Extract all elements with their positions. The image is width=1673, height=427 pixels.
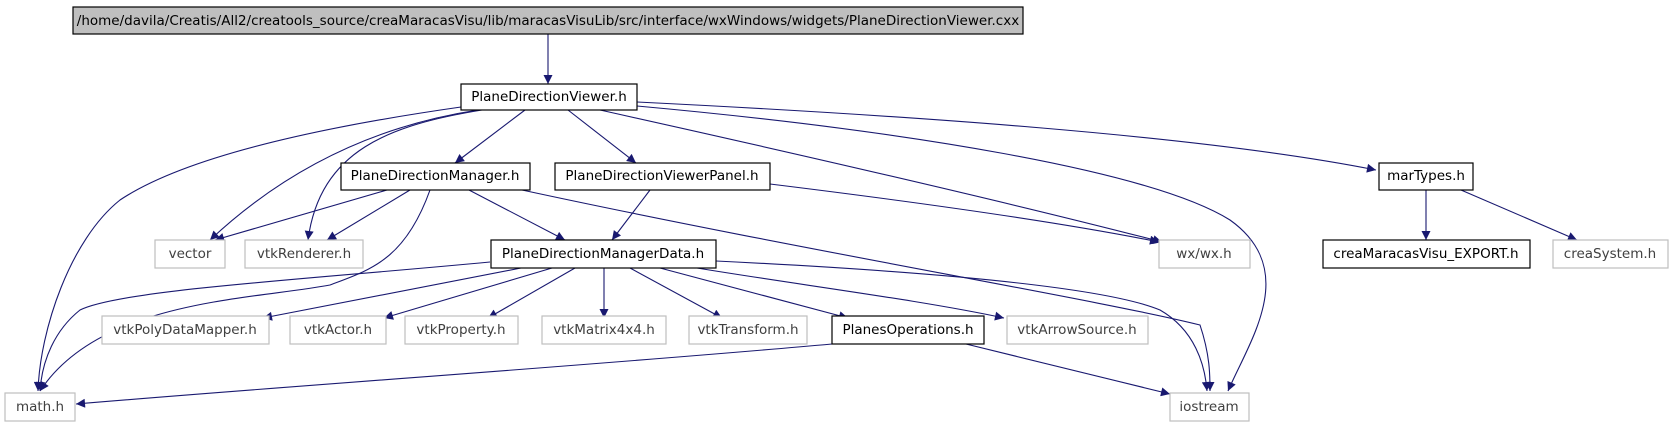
svg-text:vtkTransform.h: vtkTransform.h [697, 322, 798, 338]
svg-text:vector: vector [169, 246, 212, 262]
node-managerdata_h[interactable]: PlaneDirectionManagerData.h [490, 239, 717, 269]
edge-managerdata_h-to-vtkactor_h [383, 267, 553, 320]
node-creasystem_h[interactable]: creaSystem.h [1552, 239, 1669, 269]
svg-text:PlaneDirectionViewerPanel.h: PlaneDirectionViewerPanel.h [565, 168, 758, 184]
edge-managerdata_h-to-vtktransform_h [629, 267, 723, 319]
svg-text:vtkPolyDataMapper.h: vtkPolyDataMapper.h [113, 322, 257, 338]
edge-managerdata_h-to-vtkarrowsource_h [696, 267, 1005, 321]
svg-text:vtkMatrix4x4.h: vtkMatrix4x4.h [553, 322, 655, 338]
svg-text:wx/wx.h: wx/wx.h [1176, 246, 1231, 262]
node-viewer_h[interactable]: PlaneDirectionViewer.h [460, 83, 638, 111]
node-vector[interactable]: vector [154, 239, 226, 269]
node-vtkarrowsource_h[interactable]: vtkArrowSource.h [1006, 315, 1149, 345]
svg-text:vtkProperty.h: vtkProperty.h [416, 322, 505, 338]
edge-viewer_h-to-vtkrenderer_h [304, 109, 483, 241]
edge-planesoperations_h-to-iostream [965, 343, 1171, 397]
edge-viewer_h-to-iostream [636, 105, 1267, 392]
node-planesoperations_h[interactable]: PlanesOperations.h [831, 315, 985, 345]
edge-viewer_h-to-viewerpanel_h [567, 109, 637, 164]
node-viewerpanel_h[interactable]: PlaneDirectionViewerPanel.h [554, 162, 771, 191]
edge-layer [33, 34, 1578, 408]
node-vtkpolydatamapper_h[interactable]: vtkPolyDataMapper.h [101, 315, 270, 345]
svg-text:vtkArrowSource.h: vtkArrowSource.h [1017, 322, 1136, 338]
svg-text:vtkActor.h: vtkActor.h [304, 322, 372, 338]
svg-text:/home/davila/Creatis/All2/crea: /home/davila/Creatis/All2/creatools_sour… [77, 13, 1019, 29]
edge-viewer_h-to-manager_h [454, 109, 526, 164]
edge-viewer_h-to-martypes_h [636, 101, 1377, 173]
node-vtkmatrix4x4_h[interactable]: vtkMatrix4x4.h [541, 315, 667, 345]
edge-managerdata_h-to-planesoperations_h [659, 267, 849, 321]
node-wx_h[interactable]: wx/wx.h [1158, 239, 1251, 269]
edge-managerdata_h-to-vtkproperty_h [487, 267, 576, 319]
node-root: /home/davila/Creatis/All2/creatools_sour… [72, 6, 1024, 35]
svg-text:PlaneDirectionViewer.h: PlaneDirectionViewer.h [471, 89, 627, 105]
svg-text:PlaneDirectionManager.h: PlaneDirectionManager.h [351, 168, 520, 184]
edge-manager_h-to-managerdata_h [468, 189, 566, 241]
node-layer: /home/davila/Creatis/All2/creatools_sour… [4, 6, 1669, 422]
edge-manager_h-to-vtkrenderer_h [326, 189, 411, 241]
svg-text:marTypes.h: marTypes.h [1387, 168, 1465, 184]
edge-manager_h-to-math_h [39, 189, 431, 392]
svg-text:iostream: iostream [1179, 399, 1238, 415]
node-martypes_h[interactable]: marTypes.h [1378, 162, 1474, 191]
edge-viewerpanel_h-to-wx_h [769, 183, 1160, 245]
node-vtkactor_h[interactable]: vtkActor.h [289, 315, 387, 345]
edge-viewerpanel_h-to-managerdata_h [611, 189, 651, 241]
edge-viewer_h-to-math_h [33, 106, 462, 392]
node-export_h[interactable]: creaMaracasVisu_EXPORT.h [1322, 239, 1531, 269]
svg-text:PlanesOperations.h: PlanesOperations.h [842, 322, 973, 338]
node-math_h[interactable]: math.h [4, 392, 76, 422]
node-iostream[interactable]: iostream [1169, 392, 1250, 422]
node-vtktransform_h[interactable]: vtkTransform.h [688, 315, 808, 345]
node-vtkproperty_h[interactable]: vtkProperty.h [404, 315, 519, 345]
edge-martypes_h-to-creasystem_h [1460, 189, 1578, 241]
edge-manager_h-to-vector [214, 189, 388, 242]
edge-viewer_h-to-vector [209, 109, 479, 241]
svg-text:math.h: math.h [16, 399, 64, 415]
edge-managerdata_h-to-vtkpolydatamapper_h [262, 267, 522, 321]
edge-viewer_h-to-wx_h [599, 109, 1163, 245]
node-vtkrenderer_h[interactable]: vtkRenderer.h [244, 239, 364, 269]
svg-text:creaSystem.h: creaSystem.h [1564, 246, 1656, 262]
svg-text:creaMaracasVisu_EXPORT.h: creaMaracasVisu_EXPORT.h [1333, 246, 1518, 262]
svg-text:vtkRenderer.h: vtkRenderer.h [257, 246, 351, 262]
svg-text:PlaneDirectionManagerData.h: PlaneDirectionManagerData.h [502, 246, 704, 262]
edge-manager_h-to-iostream [521, 189, 1215, 392]
node-manager_h[interactable]: PlaneDirectionManager.h [340, 162, 531, 191]
edge-managerdata_h-to-iostream [715, 260, 1211, 392]
edge-managerdata_h-to-math_h [36, 261, 491, 392]
edge-planesoperations_h-to-math_h [75, 343, 833, 408]
